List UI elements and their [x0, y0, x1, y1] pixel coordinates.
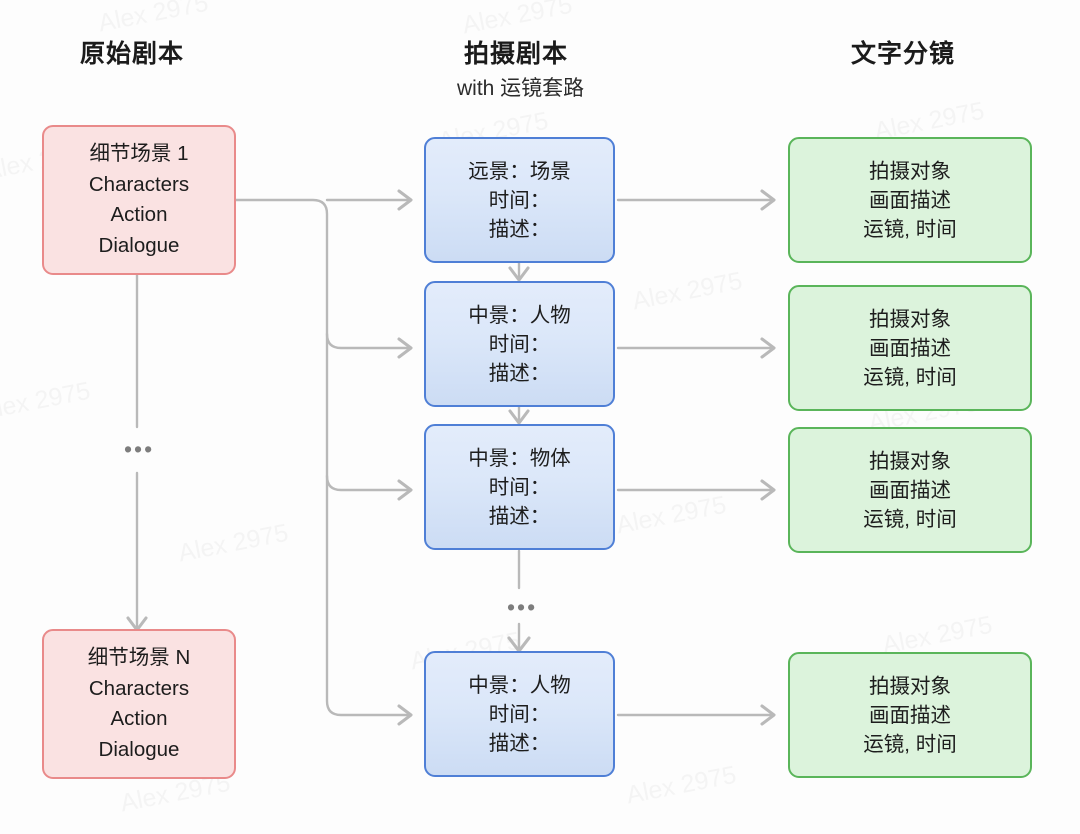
node-line: 时间： [488, 702, 551, 726]
arrowhead-storyboard1 [760, 189, 776, 211]
arrowhead-shot1-shot2 [508, 266, 530, 282]
node-line: 画面描述 [869, 478, 951, 502]
node-line: 描述： [488, 217, 551, 241]
node-storyboard-2[interactable]: 拍摄对象 画面描述 运镜, 时间 [788, 285, 1032, 411]
ellipsis-shots: ••• [507, 594, 538, 620]
ellipsis-source-scenes: ••• [124, 436, 155, 462]
node-line: Characters [88, 172, 190, 196]
arrowhead-storyboard3 [760, 479, 776, 501]
watermark: Alex 2975 [0, 376, 93, 426]
node-shot-3[interactable]: 中景：物体 时间： 描述： [424, 424, 615, 550]
node-shot-4[interactable]: 中景：人物 时间： 描述： [424, 651, 615, 777]
arrowhead-shot2-shot3 [508, 409, 530, 425]
column-title-text-storyboard: 文字分镜 [851, 40, 956, 68]
node-line: 拍摄对象 [869, 159, 951, 183]
node-source-scene-n[interactable]: 细节场景 N Characters Action Dialogue [42, 629, 236, 779]
node-line: 画面描述 [869, 336, 951, 360]
node-line: 描述： [488, 361, 551, 385]
watermark: Alex 2975 [96, 0, 211, 38]
wire-trunk [234, 198, 411, 717]
watermark: Alex 2975 [614, 490, 729, 540]
node-line: 远景：场景 [468, 159, 571, 183]
node-storyboard-1[interactable]: 拍摄对象 画面描述 运镜, 时间 [788, 137, 1032, 263]
node-line: 拍摄对象 [869, 449, 951, 473]
column-title-source-script: 原始剧本 [80, 40, 185, 68]
node-line: 中景：人物 [468, 673, 571, 697]
node-line: Characters [88, 676, 190, 700]
arrowhead-storyboard2 [760, 337, 776, 359]
node-line: 拍摄对象 [869, 307, 951, 331]
node-line: Action [110, 707, 168, 730]
node-line: 时间： [488, 475, 551, 499]
arrowhead-shot3 [397, 479, 413, 501]
node-line: Action [110, 203, 168, 226]
node-line: 画面描述 [869, 188, 951, 212]
node-line: 运镜, 时间 [863, 507, 957, 531]
node-line: 细节场景 N [87, 646, 191, 669]
column-title-shooting-script: 拍摄剧本 [464, 40, 569, 68]
node-line: 画面描述 [869, 703, 951, 727]
node-line: 运镜, 时间 [863, 732, 957, 756]
node-storyboard-4[interactable]: 拍摄对象 画面描述 运镜, 时间 [788, 652, 1032, 778]
wire-branch-shot3 [325, 474, 411, 492]
watermark: Alex 2975 [624, 760, 739, 810]
node-storyboard-3[interactable]: 拍摄对象 画面描述 运镜, 时间 [788, 427, 1032, 553]
node-line: Dialogue [98, 233, 180, 257]
watermark: Alex 2975 [630, 266, 745, 316]
node-line: 描述： [488, 731, 551, 755]
node-line: 运镜, 时间 [863, 217, 957, 241]
node-line: 细节场景 1 [89, 142, 189, 165]
arrowhead-shot2 [397, 337, 413, 359]
node-line: 时间： [488, 332, 551, 356]
node-line: 时间： [488, 188, 551, 212]
node-shot-2[interactable]: 中景：人物 时间： 描述： [424, 281, 615, 407]
node-line: 中景：人物 [468, 303, 571, 327]
node-line: 拍摄对象 [869, 674, 951, 698]
node-line: 运镜, 时间 [863, 365, 957, 389]
column-subtitle-shooting-script: with 运镜套路 [457, 77, 585, 100]
watermark: Alex 2975 [176, 518, 291, 568]
arrowhead-shot4-top [507, 636, 531, 653]
wire-branch-shot2 [325, 332, 411, 350]
arrowhead-shot4 [397, 704, 413, 726]
node-shot-1[interactable]: 远景：场景 时间： 描述： [424, 137, 615, 263]
arrowhead-shot1 [397, 189, 413, 211]
node-source-scene-1[interactable]: 细节场景 1 Characters Action Dialogue [42, 125, 236, 275]
arrowhead-storyboard4 [760, 704, 776, 726]
node-line: 中景：物体 [468, 446, 571, 470]
node-line: Dialogue [98, 737, 180, 761]
node-line: 描述： [488, 504, 551, 528]
